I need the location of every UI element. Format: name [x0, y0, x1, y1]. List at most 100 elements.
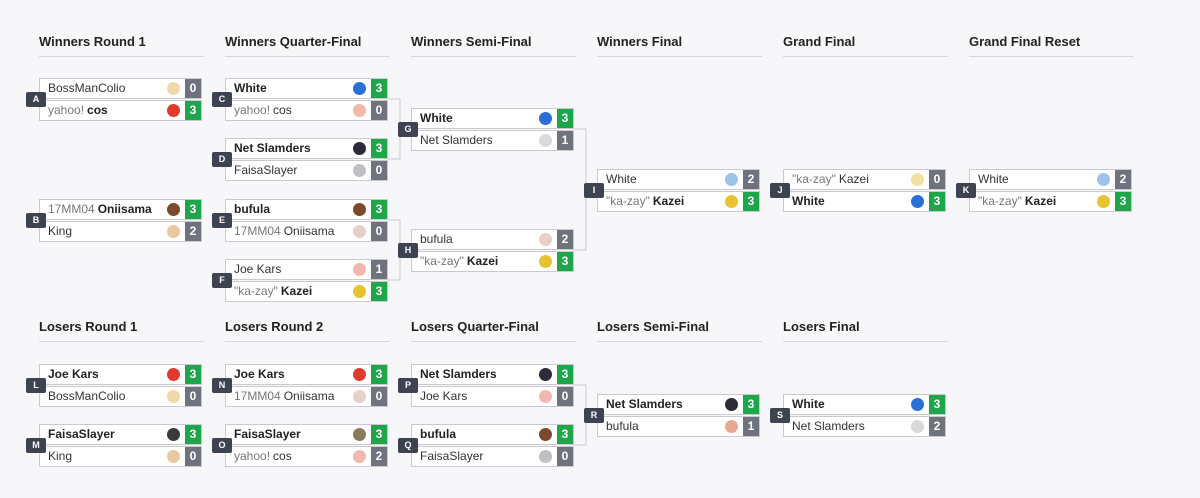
player-name[interactable]: yahoo!cos	[234, 447, 292, 466]
player-name[interactable]: Net Slamders	[420, 131, 493, 150]
player-name[interactable]: Net Slamders	[792, 417, 865, 436]
player-name[interactable]: White	[792, 395, 825, 414]
player-name[interactable]: bufula	[420, 425, 456, 444]
player-name[interactable]: bufula	[234, 200, 270, 219]
player-name[interactable]: BossManColio	[48, 79, 125, 98]
player-name[interactable]: bufula	[420, 230, 453, 249]
player-name[interactable]: Joe Kars	[48, 365, 99, 384]
player-name[interactable]: Net Slamders	[420, 365, 497, 384]
player-name[interactable]: bufula	[606, 417, 639, 436]
player-tag: Joe Kars	[234, 262, 282, 276]
player-name[interactable]: White	[792, 192, 825, 211]
player-name[interactable]: White	[606, 170, 637, 189]
player-name[interactable]: FaisaSlayer	[48, 425, 115, 444]
player-name[interactable]: Net Slamders	[606, 395, 683, 414]
player-name[interactable]: "ka-zay"Kazei	[234, 282, 312, 301]
match-id-label: S	[770, 408, 790, 423]
duo-icon	[167, 225, 180, 238]
player-name[interactable]: "ka-zay"Kazei	[792, 170, 869, 189]
player-name[interactable]: Net Slamders	[234, 139, 311, 158]
player-name[interactable]: White	[420, 109, 453, 128]
player-name[interactable]: FaisaSlayer	[234, 425, 301, 444]
player-name[interactable]: "ka-zay"Kazei	[420, 252, 498, 271]
score-badge: 2	[371, 447, 387, 466]
player-name[interactable]: White	[978, 170, 1009, 189]
player-name[interactable]: Joe Kars	[420, 387, 467, 406]
player-name[interactable]: "ka-zay"Kazei	[606, 192, 684, 211]
match-slot[interactable]: yahoo!cos 2	[225, 446, 388, 467]
player-name[interactable]: yahoo!cos	[48, 101, 108, 120]
player-name[interactable]: Joe Kars	[234, 260, 281, 279]
player-name[interactable]: yahoo!cos	[234, 101, 292, 120]
player-name[interactable]: White	[234, 79, 267, 98]
player-name[interactable]: FaisaSlayer	[420, 447, 483, 466]
player-name[interactable]: "ka-zay"Kazei	[978, 192, 1056, 211]
player-name[interactable]: Joe Kars	[234, 365, 285, 384]
player-name[interactable]: King	[48, 447, 72, 466]
player-name[interactable]: King	[48, 222, 72, 241]
match-id-label: N	[212, 378, 232, 393]
player-name[interactable]: BossManColio	[48, 387, 125, 406]
player-name[interactable]: FaisaSlayer	[234, 161, 297, 180]
